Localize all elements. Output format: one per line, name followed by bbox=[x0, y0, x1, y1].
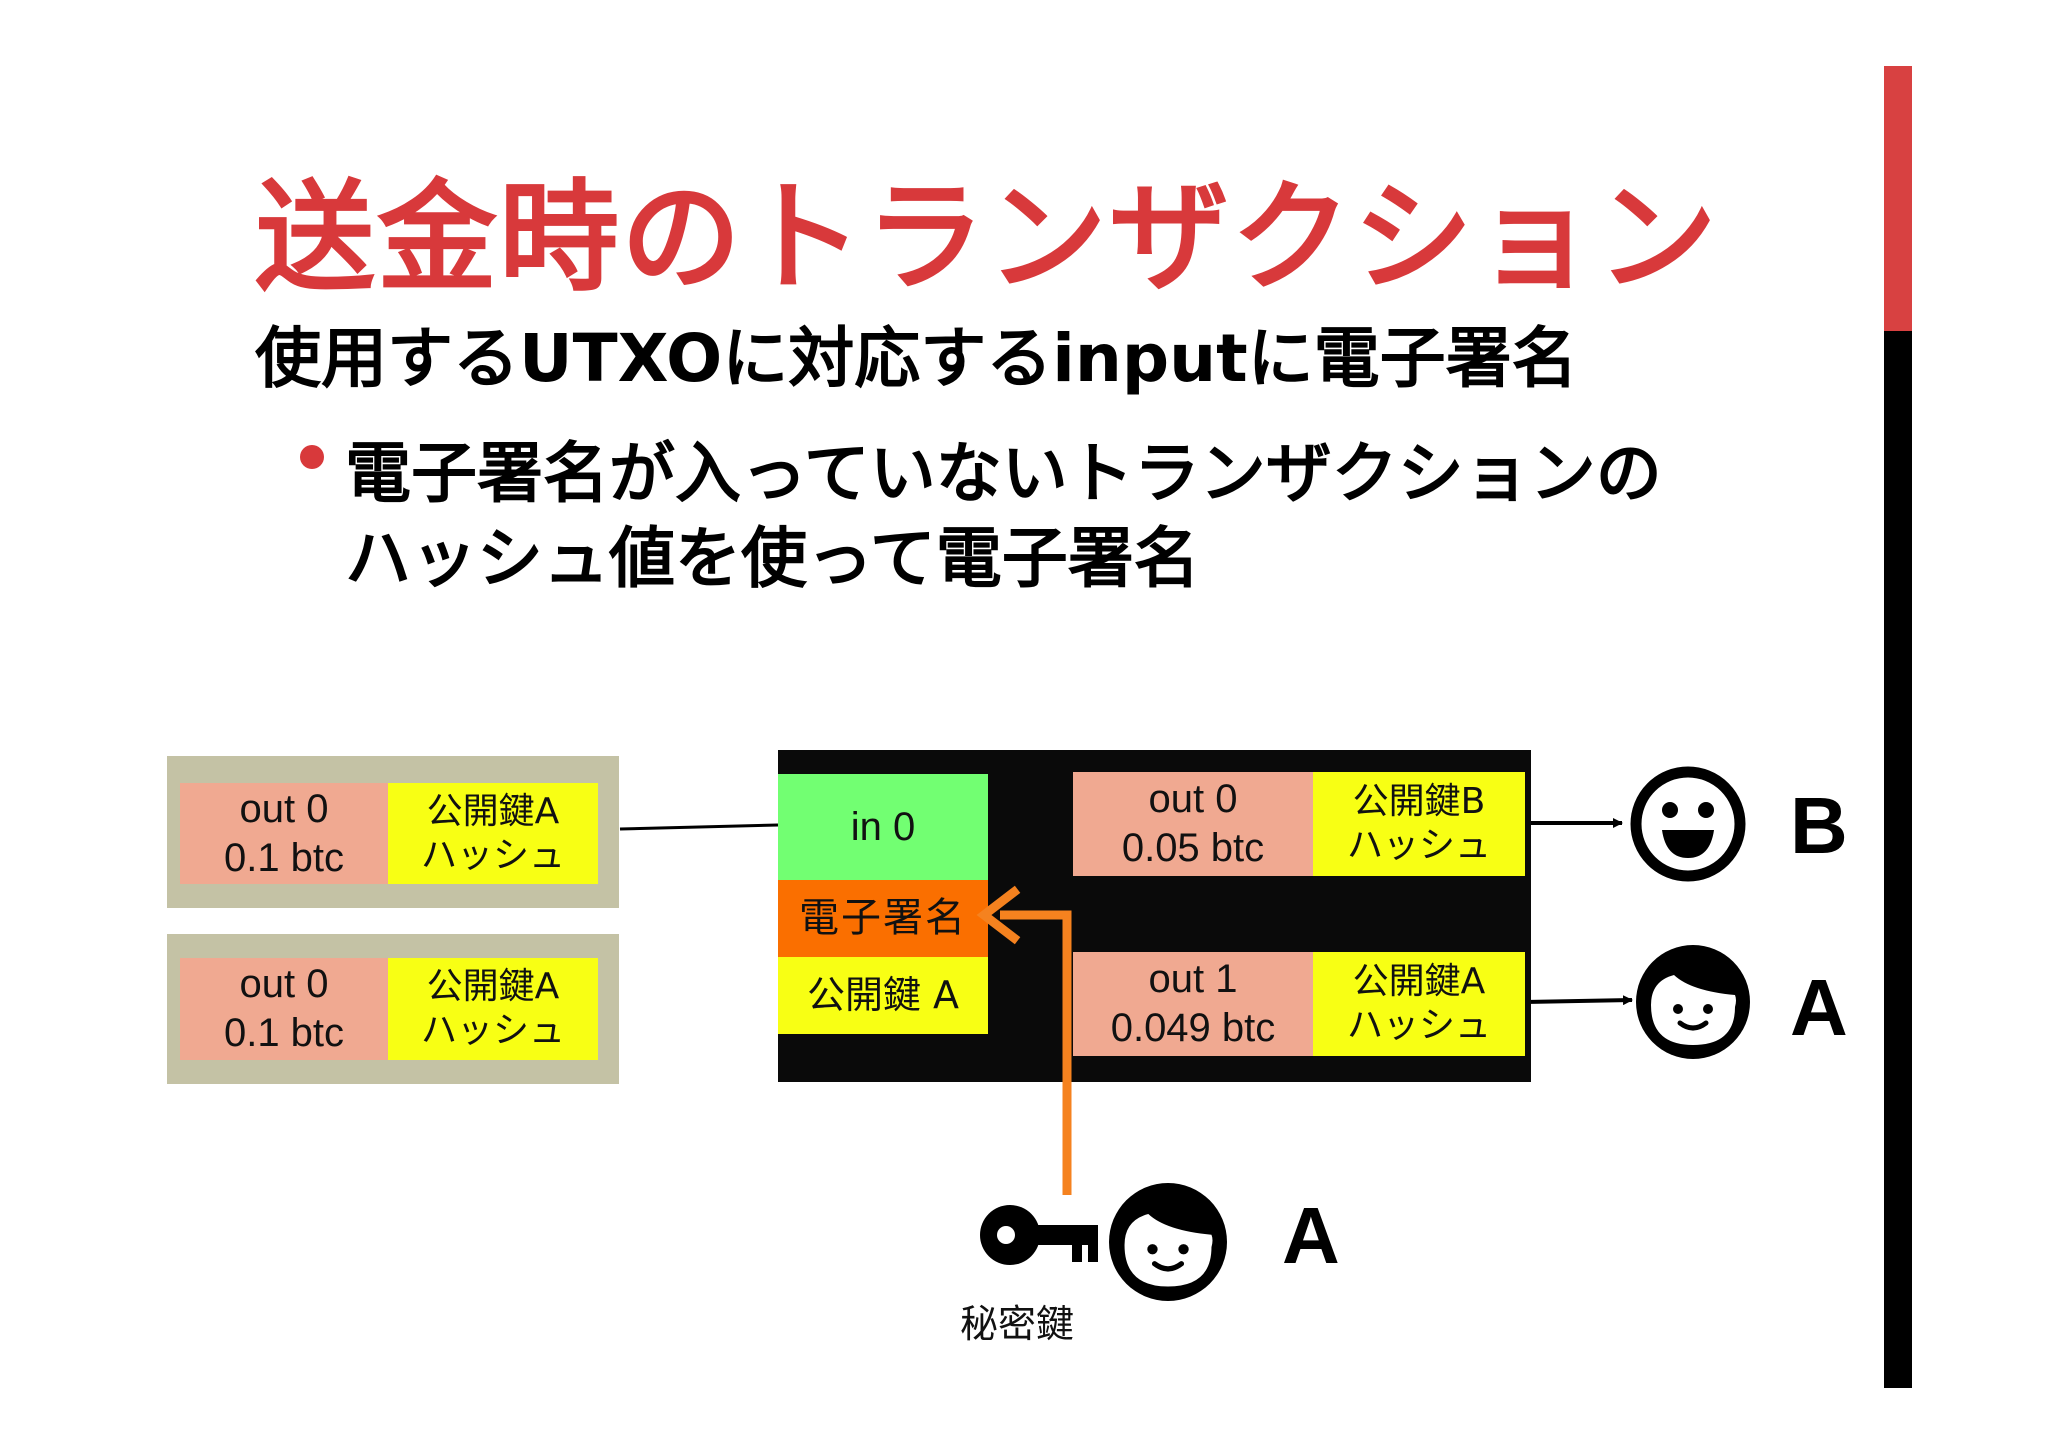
utxo-2-hash-line1: 公開鍵A bbox=[426, 966, 560, 1008]
utxo-1-amount: 0.1 btc bbox=[223, 835, 345, 880]
signer-label: A bbox=[1282, 1191, 1340, 1280]
input-cell: in 0 bbox=[778, 774, 988, 880]
recipient-a-label: A bbox=[1790, 963, 1848, 1052]
utxo-1-hash-cell: 公開鍵A ハッシュ bbox=[388, 783, 598, 884]
output-0-out-label: out 0 bbox=[1148, 777, 1238, 822]
signature-label: 電子署名 bbox=[799, 895, 967, 942]
utxo-to-input-line bbox=[619, 823, 779, 831]
sidebar-bar bbox=[1884, 331, 1912, 1388]
recipient-b-label: B bbox=[1790, 781, 1848, 870]
utxo-2-amount-cell: out 0 0.1 btc bbox=[180, 958, 388, 1060]
output-0-hash-line1: 公開鍵B bbox=[1352, 781, 1486, 823]
sidebar-accent-bar bbox=[1884, 66, 1912, 331]
output-1-hash-cell: 公開鍵A ハッシュ bbox=[1313, 952, 1525, 1056]
utxo-2-amount: 0.1 btc bbox=[223, 1011, 345, 1055]
output-1-amount: 0.049 btc bbox=[1110, 1006, 1276, 1050]
utxo-1-hash-line2: ハッシュ bbox=[420, 834, 565, 876]
input-public-key-cell: 公開鍵 A bbox=[778, 957, 988, 1034]
private-key-label: 秘密鍵 bbox=[960, 1302, 1075, 1346]
output-1-out-label: out 1 bbox=[1148, 957, 1238, 1002]
slide-subtitle: 使用するUTXOに対応するinputに電子署名 bbox=[255, 320, 1578, 397]
output-1-hash-line2: ハッシュ bbox=[1346, 1005, 1491, 1046]
output-0-hash-line2: ハッシュ bbox=[1346, 825, 1491, 866]
utxo-1-hash-line1: 公開鍵A bbox=[426, 790, 560, 832]
smiley-face-icon bbox=[1630, 766, 1746, 882]
signature-cell: 電子署名 bbox=[778, 880, 988, 957]
person-face-icon bbox=[1636, 945, 1750, 1059]
person-face-icon bbox=[1109, 1183, 1227, 1301]
input-label: in 0 bbox=[850, 804, 916, 849]
bullet-line-1: 電子署名が入っていないトランザクションの bbox=[345, 435, 1662, 512]
output-1-hash-line1: 公開鍵A bbox=[1352, 961, 1486, 1003]
utxo-2-hash-line2: ハッシュ bbox=[420, 1010, 565, 1051]
output-0-hash-cell: 公開鍵B ハッシュ bbox=[1313, 772, 1525, 876]
utxo-1-out-label: out 0 bbox=[239, 786, 329, 831]
utxo-2-out-label: out 0 bbox=[239, 962, 329, 1007]
input-public-key: 公開鍵 A bbox=[806, 973, 960, 1018]
output1-to-a-arrow bbox=[1524, 995, 1633, 1006]
utxo-2-hash-cell: 公開鍵A ハッシュ bbox=[388, 958, 598, 1060]
output-0-amount: 0.05 btc bbox=[1121, 826, 1265, 870]
key-icon bbox=[980, 1205, 1098, 1265]
bullet-line-2: ハッシュ値を使って電子署名 bbox=[345, 520, 1200, 597]
slide-title: 送金時のトランザクション bbox=[255, 169, 1719, 308]
output-0-amount-cell: out 0 0.05 btc bbox=[1073, 772, 1313, 876]
output-1-amount-cell: out 1 0.049 btc bbox=[1073, 952, 1313, 1056]
utxo-1-amount-cell: out 0 0.1 btc bbox=[180, 783, 388, 884]
bullet-dot bbox=[300, 445, 324, 469]
